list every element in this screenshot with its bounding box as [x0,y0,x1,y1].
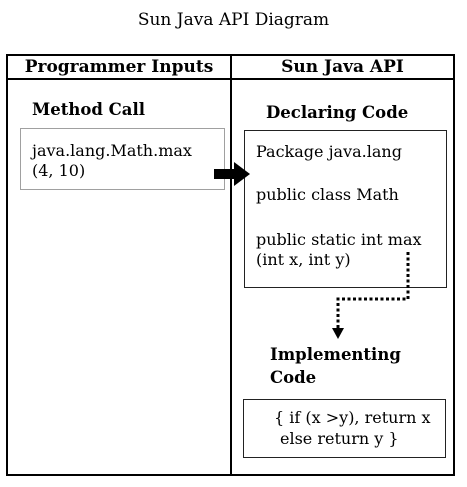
diagram-title: Sun Java API Diagram [137,10,330,30]
declaring-method-line2: (int x, int y) [256,250,351,269]
declaring-package-line: Package java.lang [256,142,402,161]
declaring-class-line: public class Math [256,185,399,204]
declaring-code-heading: Declaring Code [266,103,409,122]
column-divider [230,54,232,476]
solid-right-arrow-icon [214,162,250,186]
dotted-arrowhead-icon [332,328,344,339]
declaring-code-box [244,130,447,288]
implementing-code-box [243,399,446,458]
dotted-down-arrow-icon [336,252,410,328]
column-header-sun-java-api: Sun Java API [281,57,404,77]
method-call-line2: (4, 10) [32,161,86,180]
method-call-box [20,128,225,190]
column-header-programmer-inputs: Programmer Inputs [24,57,214,77]
implementing-code-heading-line2: Code [270,368,317,387]
implementing-code-heading-line1: Implementing [270,345,401,364]
method-call-line1: java.lang.Math.max [32,141,192,160]
implementing-code-line2: else return y } [280,429,399,448]
declaring-method-line1: public static int max [256,230,422,249]
method-call-heading: Method Call [32,100,146,119]
implementing-code-line1: { if (x >y), return x [274,408,431,427]
